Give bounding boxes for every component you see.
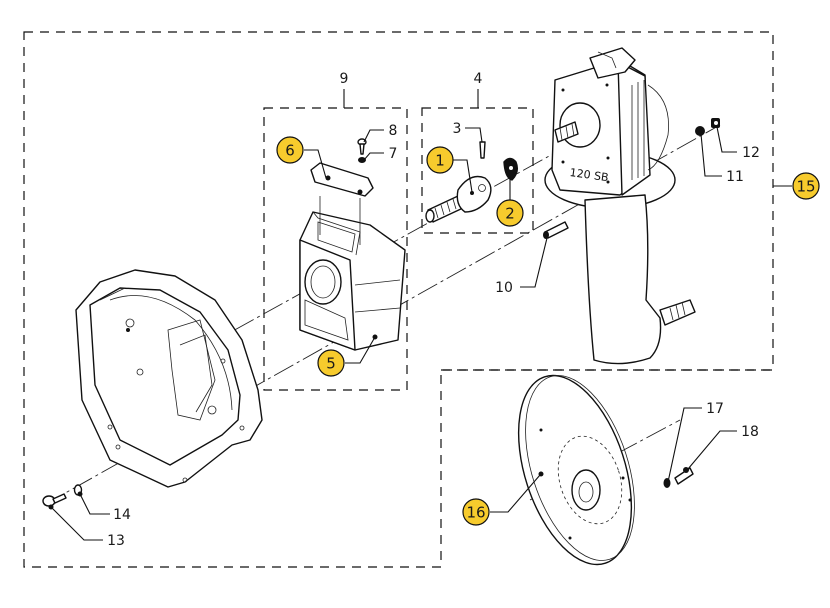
flywheel-housing <box>75 269 263 488</box>
callout-label-13[interactable]: 13 <box>107 533 125 549</box>
callout-label-16: 16 <box>466 504 485 522</box>
leader-14 <box>79 493 110 515</box>
leader-12 <box>716 126 737 153</box>
leader-1 <box>452 159 473 193</box>
leader-7 <box>363 152 384 161</box>
leader-13 <box>51 507 103 541</box>
adapter-housing-5 <box>299 211 406 351</box>
assembly-4-boundary <box>421 107 534 234</box>
leader-11 <box>700 133 722 177</box>
nut-12 <box>711 118 720 128</box>
callout-label-11[interactable]: 11 <box>726 169 744 185</box>
coupling-1 <box>425 175 492 223</box>
callout-label-10[interactable]: 10 <box>495 280 513 296</box>
bolt-13 <box>42 493 67 510</box>
assembly-9-boundary <box>263 107 408 391</box>
housing-marking: 120 SB <box>569 166 609 184</box>
washer-7 <box>358 157 366 163</box>
callout-label-7[interactable]: 7 <box>389 146 398 162</box>
leader-18 <box>687 430 737 470</box>
leader-6 <box>304 149 327 179</box>
assembly-outer-boundary <box>23 31 774 568</box>
washer-17 <box>663 478 671 488</box>
leader-10 <box>520 237 548 288</box>
leader-16 <box>490 474 541 513</box>
screw-8 <box>357 138 367 155</box>
callout-badge-15[interactable]: 15 <box>792 172 820 200</box>
flex-plate-16 <box>517 374 635 566</box>
leader-5 <box>345 336 376 364</box>
callout-label-9[interactable]: 9 <box>340 71 349 87</box>
callout-label-14[interactable]: 14 <box>113 507 131 523</box>
callout-label-5: 5 <box>326 355 336 373</box>
callout-badge-5[interactable]: 5 <box>317 349 345 377</box>
washer-14 <box>73 484 83 497</box>
callout-label-3[interactable]: 3 <box>453 121 462 137</box>
callout-label-8[interactable]: 8 <box>389 123 398 139</box>
key-2 <box>503 157 519 181</box>
callout-label-15: 15 <box>796 178 815 196</box>
leader-17 <box>667 407 702 483</box>
callout-label-18[interactable]: 18 <box>741 424 759 440</box>
callout-badge-6[interactable]: 6 <box>276 136 304 164</box>
callout-label-2: 2 <box>505 205 515 223</box>
leader-3 <box>465 127 483 143</box>
gearbox-15: 120 SB <box>544 47 696 365</box>
callout-label-6: 6 <box>285 142 295 160</box>
callout-label-17[interactable]: 17 <box>706 401 724 417</box>
callout-badge-16[interactable]: 16 <box>462 498 490 526</box>
callout-badge-2[interactable]: 2 <box>496 199 524 227</box>
washer-11 <box>695 126 705 136</box>
bolt-18 <box>674 467 694 485</box>
callout-label-12[interactable]: 12 <box>742 145 760 161</box>
callout-badge-1[interactable]: 1 <box>426 146 454 174</box>
callout-label-1: 1 <box>435 152 445 170</box>
leader-8 <box>363 129 384 143</box>
screw-3 <box>479 141 486 159</box>
cover-plate-6 <box>310 162 374 245</box>
dowel-pin-10 <box>543 221 569 239</box>
callout-label-4[interactable]: 4 <box>474 71 483 87</box>
